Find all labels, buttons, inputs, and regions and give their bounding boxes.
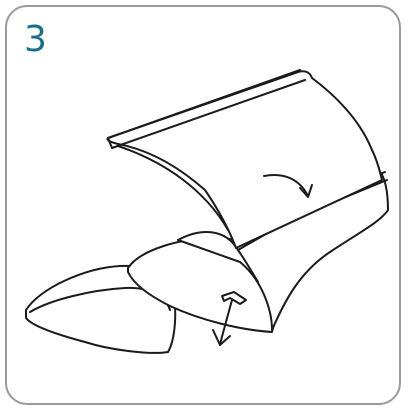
assembly-illustration — [0, 0, 410, 413]
